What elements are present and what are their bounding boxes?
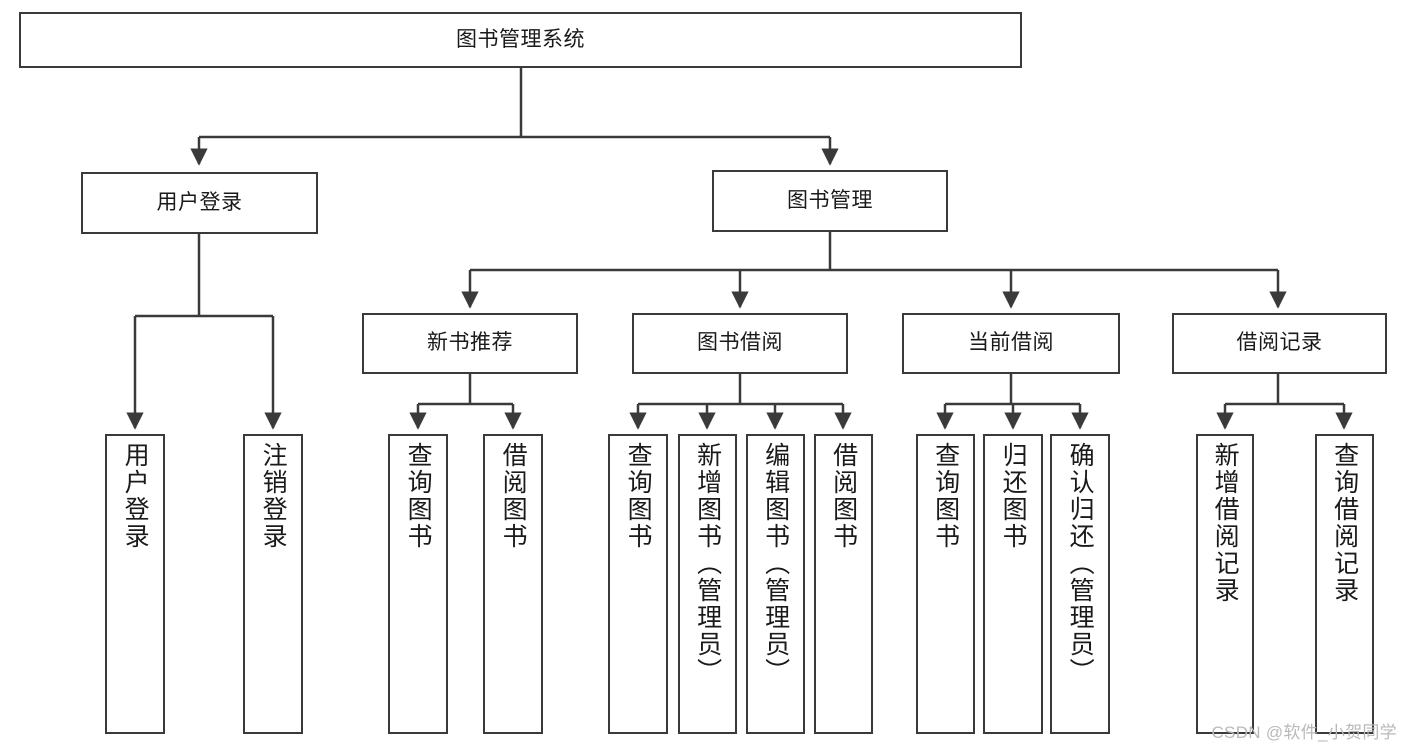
leaf-label: 查询图书 [931,442,960,550]
leaf-user-login-signin[interactable]: 用户登录 [105,434,165,734]
leaf-book-borrow-edit[interactable]: 编辑图书（管理员） [746,434,805,734]
leaf-user-login-signout[interactable]: 注销登录 [243,434,303,734]
leaf-label: 归还图书 [999,442,1028,550]
node-new-book-recommend-label: 新书推荐 [427,331,513,355]
csdn-watermark: CSDN @软件_小贺同学 [1211,723,1397,742]
node-root-label: 图书管理系统 [456,27,585,51]
node-user-login[interactable]: 用户登录 [81,172,318,234]
leaf-current-borrow-query[interactable]: 查询图书 [916,434,975,734]
node-book-management[interactable]: 图书管理 [712,170,948,232]
leaf-current-borrow-confirm[interactable]: 确认归还（管理员） [1050,434,1110,734]
leaf-borrow-record-add[interactable]: 新增借阅记录 [1196,434,1254,734]
leaf-book-borrow-add[interactable]: 新增图书（管理员） [678,434,737,734]
leaf-book-borrow-query[interactable]: 查询图书 [608,434,668,734]
leaf-label: 编辑图书（管理员） [761,442,790,685]
node-book-management-label: 图书管理 [787,188,873,212]
leaf-label: 借阅图书 [829,442,858,550]
leaf-label: 借阅图书 [499,442,528,550]
node-user-login-label: 用户登录 [156,190,243,214]
node-borrow-record[interactable]: 借阅记录 [1172,313,1387,374]
leaf-label: 注销登录 [259,442,288,550]
leaf-label: 用户登录 [121,442,150,550]
leaf-label: 查询借阅记录 [1330,442,1359,604]
leaf-book-borrow-borrow[interactable]: 借阅图书 [814,434,873,734]
leaf-label: 查询图书 [404,442,433,550]
leaf-borrow-record-query[interactable]: 查询借阅记录 [1315,434,1374,734]
leaf-new-book-query[interactable]: 查询图书 [388,434,448,734]
node-current-borrow[interactable]: 当前借阅 [902,313,1120,374]
node-new-book-recommend[interactable]: 新书推荐 [362,313,578,374]
leaf-new-book-borrow[interactable]: 借阅图书 [483,434,543,734]
leaf-label: 查询图书 [624,442,653,550]
leaf-label: 新增图书（管理员） [693,442,722,685]
node-book-borrow[interactable]: 图书借阅 [632,313,848,374]
leaf-label: 新增借阅记录 [1211,442,1240,604]
leaf-current-borrow-return[interactable]: 归还图书 [983,434,1043,734]
node-current-borrow-label: 当前借阅 [968,331,1054,355]
node-root[interactable]: 图书管理系统 [19,12,1022,68]
node-book-borrow-label: 图书借阅 [697,331,783,355]
node-borrow-record-label: 借阅记录 [1236,331,1323,355]
leaf-label: 确认归还（管理员） [1066,442,1095,685]
